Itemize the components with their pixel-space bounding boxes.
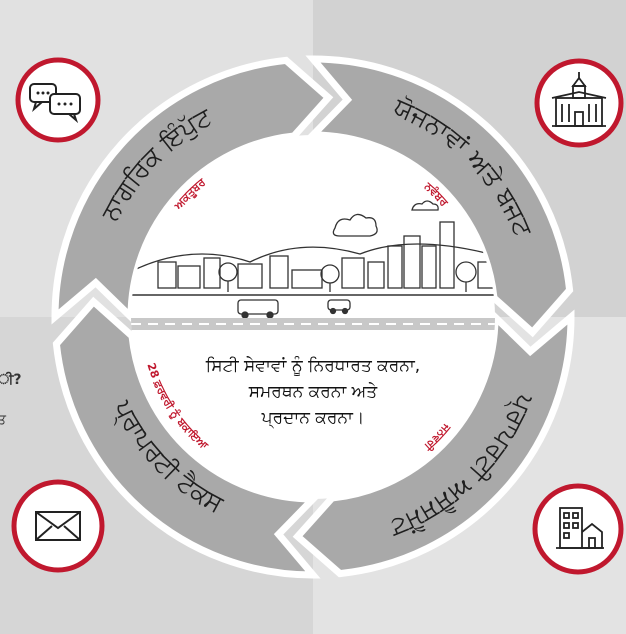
city-hall-icon xyxy=(534,58,624,148)
center-caption-line-1: ਸਿਟੀ ਸੇਵਾਵਾਂ ਨੂੰ ਨਿਰਧਾਰਤ ਕਰਨਾ, xyxy=(205,356,421,376)
cycle-arrows xyxy=(51,55,575,579)
apartment-building-icon xyxy=(532,483,624,575)
road xyxy=(131,318,495,330)
city-illustration xyxy=(131,200,495,319)
center-caption: ਸਿਟੀ ਸੇਵਾਵਾਂ ਨੂੰ ਨਿਰਧਾਰਤ ਕਰਨਾ, ਸਮਰਥਨ ਕਰਨ… xyxy=(190,353,436,431)
center-caption-line-2: ਸਮਰਥਨ ਕਰਨਾ ਅਤੇ xyxy=(248,382,378,402)
speech-bubbles-icon xyxy=(15,57,101,143)
cut-off-text-fragment: ਤ xyxy=(0,412,6,428)
center-caption-line-3: ਪ੍ਰਦਾਨ ਕਰਨਾ। xyxy=(261,408,365,428)
cut-off-question-text: ੀ? xyxy=(0,372,22,388)
envelope-icon xyxy=(11,479,105,573)
center-disc xyxy=(131,135,495,499)
